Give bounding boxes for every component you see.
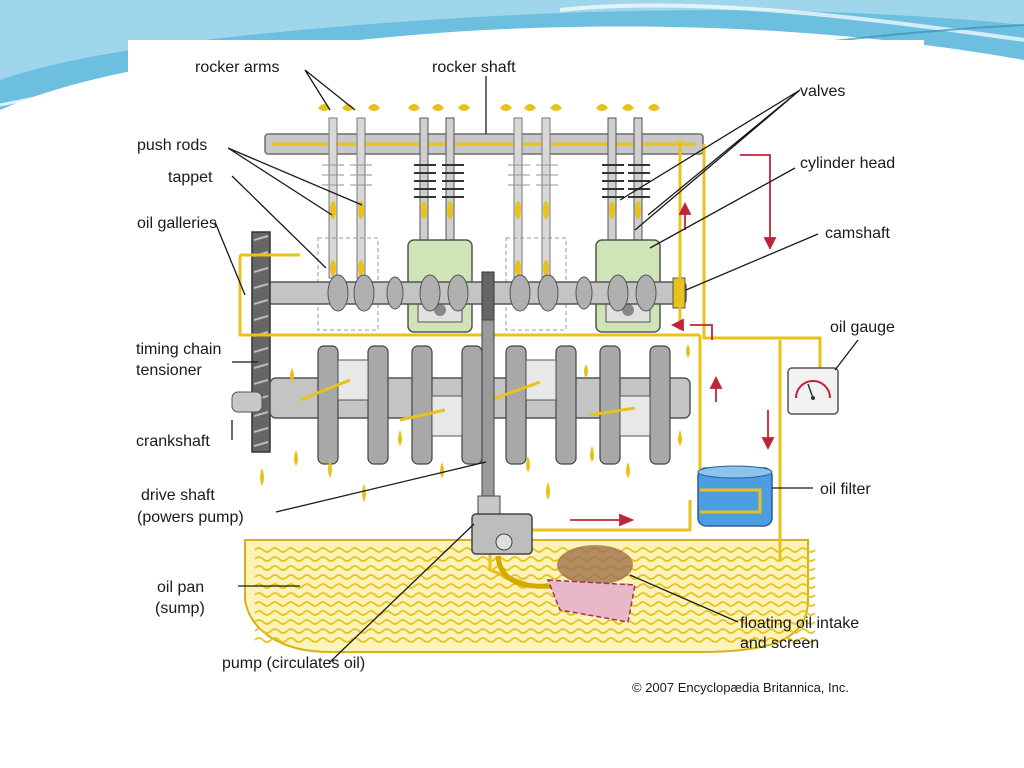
label-powers-pump: (powers pump) — [137, 509, 244, 526]
oil-pan — [244, 539, 816, 653]
pump-assembly — [471, 319, 561, 589]
oil-wave — [254, 619, 816, 625]
label-pump: pump (circulates oil) — [222, 655, 365, 672]
label-oil-filter: oil filter — [820, 481, 871, 498]
copyright-notice: © 2007 Encyclopædia Britannica, Inc. — [632, 680, 849, 695]
floating-oil-intake — [546, 545, 636, 623]
label-oil-gauge: oil gauge — [830, 319, 895, 336]
label-tappet: tappet — [168, 169, 213, 186]
oil-wave — [254, 565, 816, 571]
oil-wave — [254, 556, 816, 562]
valve-train — [322, 117, 650, 279]
flow-arrows — [570, 154, 777, 527]
oil-wave — [254, 637, 816, 643]
label-oil-galleries: oil galleries — [137, 215, 217, 232]
label-sump: (sump) — [155, 600, 205, 617]
crankshaft — [231, 345, 691, 465]
label-and-screen: and screen — [740, 635, 819, 652]
oil-wave — [254, 547, 816, 553]
label-tensioner: tensioner — [136, 362, 202, 379]
label-drive-shaft: drive shaft — [141, 487, 215, 504]
label-valves: valves — [800, 83, 845, 100]
label-timing-chain: timing chain — [136, 341, 221, 358]
oil-wave — [254, 592, 816, 598]
label-rocker-shaft: rocker shaft — [432, 59, 516, 76]
label-camshaft: camshaft — [825, 225, 890, 242]
labels: rocker arms rocker shaft valves push rod… — [136, 59, 895, 695]
label-push-rods: push rods — [137, 137, 207, 154]
label-cylinder-head: cylinder head — [800, 155, 895, 172]
leader-lines — [214, 69, 859, 663]
label-rocker-arms: rocker arms — [195, 59, 279, 76]
oil-gauge — [787, 367, 839, 415]
oil-drips-crank — [260, 344, 690, 502]
label-floating-intake: floating oil intake — [740, 615, 859, 632]
oil-filter — [697, 465, 773, 527]
label-crankshaft: crankshaft — [136, 433, 210, 450]
oil-wave — [254, 574, 816, 580]
oil-wave — [254, 610, 816, 616]
label-oil-pan: oil pan — [157, 579, 204, 596]
oil-wave — [254, 628, 816, 634]
oil-wave — [254, 601, 816, 607]
camshaft — [267, 274, 687, 312]
oil-splashes-top — [318, 104, 660, 111]
